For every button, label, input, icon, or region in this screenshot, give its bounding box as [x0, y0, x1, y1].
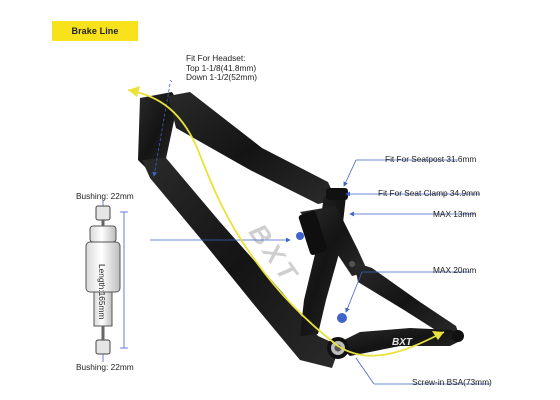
label-headset-top: Top 1-1/8(41.8mm) [186, 62, 257, 73]
label-headset-title: Fit For Headset: [186, 53, 246, 63]
top-tube [168, 92, 336, 204]
seat-stay [354, 262, 460, 338]
brake-line-route [127, 86, 445, 357]
label-bsa: Screw-in BSA(73mm) [412, 377, 492, 387]
mounted-shock [298, 211, 328, 255]
label-headset-down: Down 1-1/2(52mm) [186, 72, 258, 82]
brake-line-badge-label: Brake Line [71, 26, 119, 36]
label-max20: MAX 20mm [433, 265, 477, 275]
label-seatpost: Fit For Seatpost 31.6mm [385, 154, 477, 164]
shock-eye-top [95, 205, 111, 221]
label-seat-clamp: Fit For Seat Clamp 34.9mm [378, 188, 480, 198]
guide-headset [169, 79, 173, 83]
guide-lines [102, 79, 490, 385]
frame-logo-rear: BXT [392, 337, 413, 348]
shock-eye-bottom [95, 339, 111, 355]
pivot-bolt-upper [296, 232, 304, 240]
seat-clamp [326, 188, 348, 200]
shock-body-upper [89, 225, 117, 243]
guide-seatpost-arrow [343, 159, 357, 187]
rear-shock-illustration [85, 205, 121, 355]
label-max13: MAX 13mm [433, 209, 477, 219]
rear-dropout [452, 330, 464, 342]
chain-stay [336, 328, 462, 356]
brake-line [127, 89, 445, 357]
label-headset: Fit For Headset: Top 1-1/8(41.8mm) Down … [186, 53, 258, 83]
frame [138, 92, 464, 368]
pivot-bolt-main [337, 313, 347, 323]
brake-line-badge: Brake Line [52, 21, 138, 41]
head-tube [138, 92, 178, 170]
down-tube [142, 158, 340, 368]
label-shock-length: Length:165mm [97, 264, 107, 320]
label-bushing-top: Bushing: 22mm [76, 191, 134, 201]
brake-line-arrow-start [128, 86, 140, 97]
brake-line-arrow-end [432, 331, 444, 340]
guide-bsa-diag [355, 357, 375, 385]
guide-headset-down [152, 83, 171, 177]
guide-max20-arrow [345, 271, 363, 313]
pivot-bolt-rocker [349, 261, 355, 267]
label-bushing-bottom: Bushing: 22mm [76, 362, 134, 372]
